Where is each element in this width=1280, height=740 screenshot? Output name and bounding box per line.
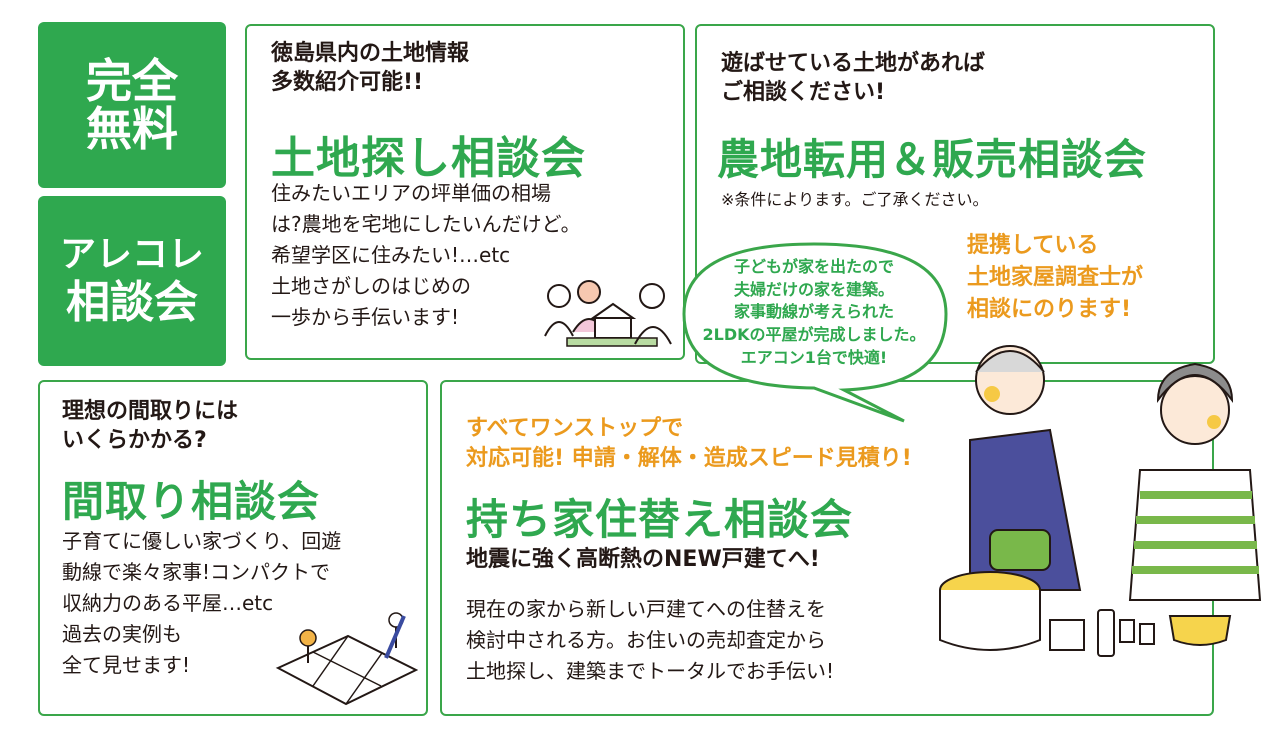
layout-body-line: 動線で楽々家事!コンパクトで bbox=[62, 560, 331, 584]
badge-free-line2: 無料 bbox=[86, 102, 178, 156]
rehouse-body-line: 土地探し、建築までトータルでお手伝い! bbox=[466, 659, 835, 683]
speech-bubble: 子どもが家を出たので 夫婦だけの家を建築。 家事動線が考えられた 2LDKの平屋… bbox=[664, 236, 964, 423]
layout-title: 間取り相談会 bbox=[62, 477, 321, 526]
land-body-line: 一歩から手伝います! bbox=[271, 305, 460, 329]
badge-misc-line2: 相談会 bbox=[66, 276, 198, 328]
speech-line: 夫婦だけの家を建築。 bbox=[733, 279, 894, 299]
badge-free: 完全 無料 bbox=[38, 22, 226, 188]
layout-lead-line: いくらかかる? bbox=[62, 427, 207, 453]
layout-body-line: 全て見せます! bbox=[62, 653, 191, 677]
couple-cooking-illustration bbox=[939, 345, 1262, 657]
farm-lead: 遊ばせている土地があれば ご相談ください! bbox=[721, 50, 985, 107]
layout-body-line: 過去の実例も bbox=[62, 622, 182, 646]
farm-lead-line: ご相談ください! bbox=[721, 79, 886, 105]
land-body-line: 土地さがしのはじめの bbox=[271, 274, 471, 298]
speech-text: 子どもが家を出たので 夫婦だけの家を建築。 家事動線が考えられた 2LDKの平屋… bbox=[664, 256, 964, 370]
card-rehouse: すべてワンストップで 対応可能! 申請・解体・造成スピード見積り! 持ち家住替え… bbox=[440, 380, 1214, 716]
speech-line: 家事動線が考えられた bbox=[733, 302, 894, 322]
rehouse-title: 持ち家住替え相談会 bbox=[466, 495, 854, 544]
farm-highlight-line: 土地家屋調査士が bbox=[967, 264, 1144, 290]
land-title: 土地探し相談会 bbox=[271, 133, 586, 184]
rehouse-highlight: すべてワンストップで 対応可能! 申請・解体・造成スピード見積り! bbox=[466, 414, 912, 473]
rehouse-body-line: 現在の家から新しい戸建てへの住替えを bbox=[466, 597, 826, 621]
farm-highlight: 提携している 土地家屋調査士が 相談にのります! bbox=[967, 230, 1143, 326]
land-body-line: は?農地を宅地にしたいんだけど。 bbox=[271, 212, 581, 236]
land-body-line: 住みたいエリアの坪単価の相場 bbox=[271, 181, 551, 205]
speech-line: 子どもが家を出たので bbox=[733, 257, 894, 276]
land-body-line: 希望学区に住みたい!…etc bbox=[271, 243, 511, 267]
land-body: 住みたいエリアの坪単価の相場 は?農地を宅地にしたいんだけど。 希望学区に住みた… bbox=[271, 178, 581, 333]
layout-lead: 理想の間取りには いくらかかる? bbox=[62, 398, 238, 455]
badge-misc-line1: アレコレ bbox=[59, 234, 204, 275]
badge-misc: アレコレ 相談会 bbox=[38, 196, 226, 366]
land-lead: 徳島県内の土地情報 多数紹介可能!! bbox=[271, 40, 469, 97]
farm-lead-line: 遊ばせている土地があれば bbox=[721, 51, 986, 76]
farm-note: ※条件によります。ご了承ください。 bbox=[721, 190, 989, 209]
layout-body-line: 収納力のある平屋…etc bbox=[62, 591, 274, 615]
speech-line: エアコン1台で快適! bbox=[740, 347, 888, 367]
badge-free-line1: 完全 bbox=[86, 53, 178, 108]
speech-line: 2LDKの平屋が完成しました。 bbox=[702, 325, 926, 345]
rehouse-body-line: 検討中される方。お住いの売却査定から bbox=[466, 628, 826, 652]
farm-highlight-line: 提携している bbox=[967, 233, 1099, 258]
floorplan-illustration bbox=[275, 612, 418, 706]
layout-body: 子育てに優しい家づくり、回遊 動線で楽々家事!コンパクトで 収納力のある平屋…e… bbox=[62, 526, 341, 681]
rehouse-body: 現在の家から新しい戸建てへの住替えを 検討中される方。お住いの売却査定から 土地… bbox=[466, 594, 834, 687]
farm-highlight-line: 相談にのります! bbox=[967, 296, 1132, 322]
consultation-illustration bbox=[544, 280, 672, 347]
card-land-search: 徳島県内の土地情報 多数紹介可能!! 土地探し相談会 住みたいエリアの坪単価の相… bbox=[245, 24, 685, 360]
farm-title: 農地転用＆販売相談会 bbox=[717, 135, 1148, 184]
rehouse-highlight-line: 対応可能! 申請・解体・造成スピード見積り! bbox=[466, 445, 912, 471]
land-lead-line: 徳島県内の土地情報 bbox=[271, 41, 470, 66]
rehouse-highlight-line: すべてワンストップで bbox=[466, 416, 684, 441]
layout-lead-line: 理想の間取りには bbox=[62, 399, 239, 424]
card-floorplan: 理想の間取りには いくらかかる? 間取り相談会 子育てに優しい家づくり、回遊 動… bbox=[38, 380, 428, 716]
layout-body-line: 子育てに優しい家づくり、回遊 bbox=[62, 529, 342, 553]
rehouse-subtitle: 地震に強く高断熱のNEW戸建てへ! bbox=[466, 547, 820, 572]
land-lead-line: 多数紹介可能!! bbox=[271, 69, 424, 95]
speech-bubble-shape bbox=[682, 242, 948, 423]
